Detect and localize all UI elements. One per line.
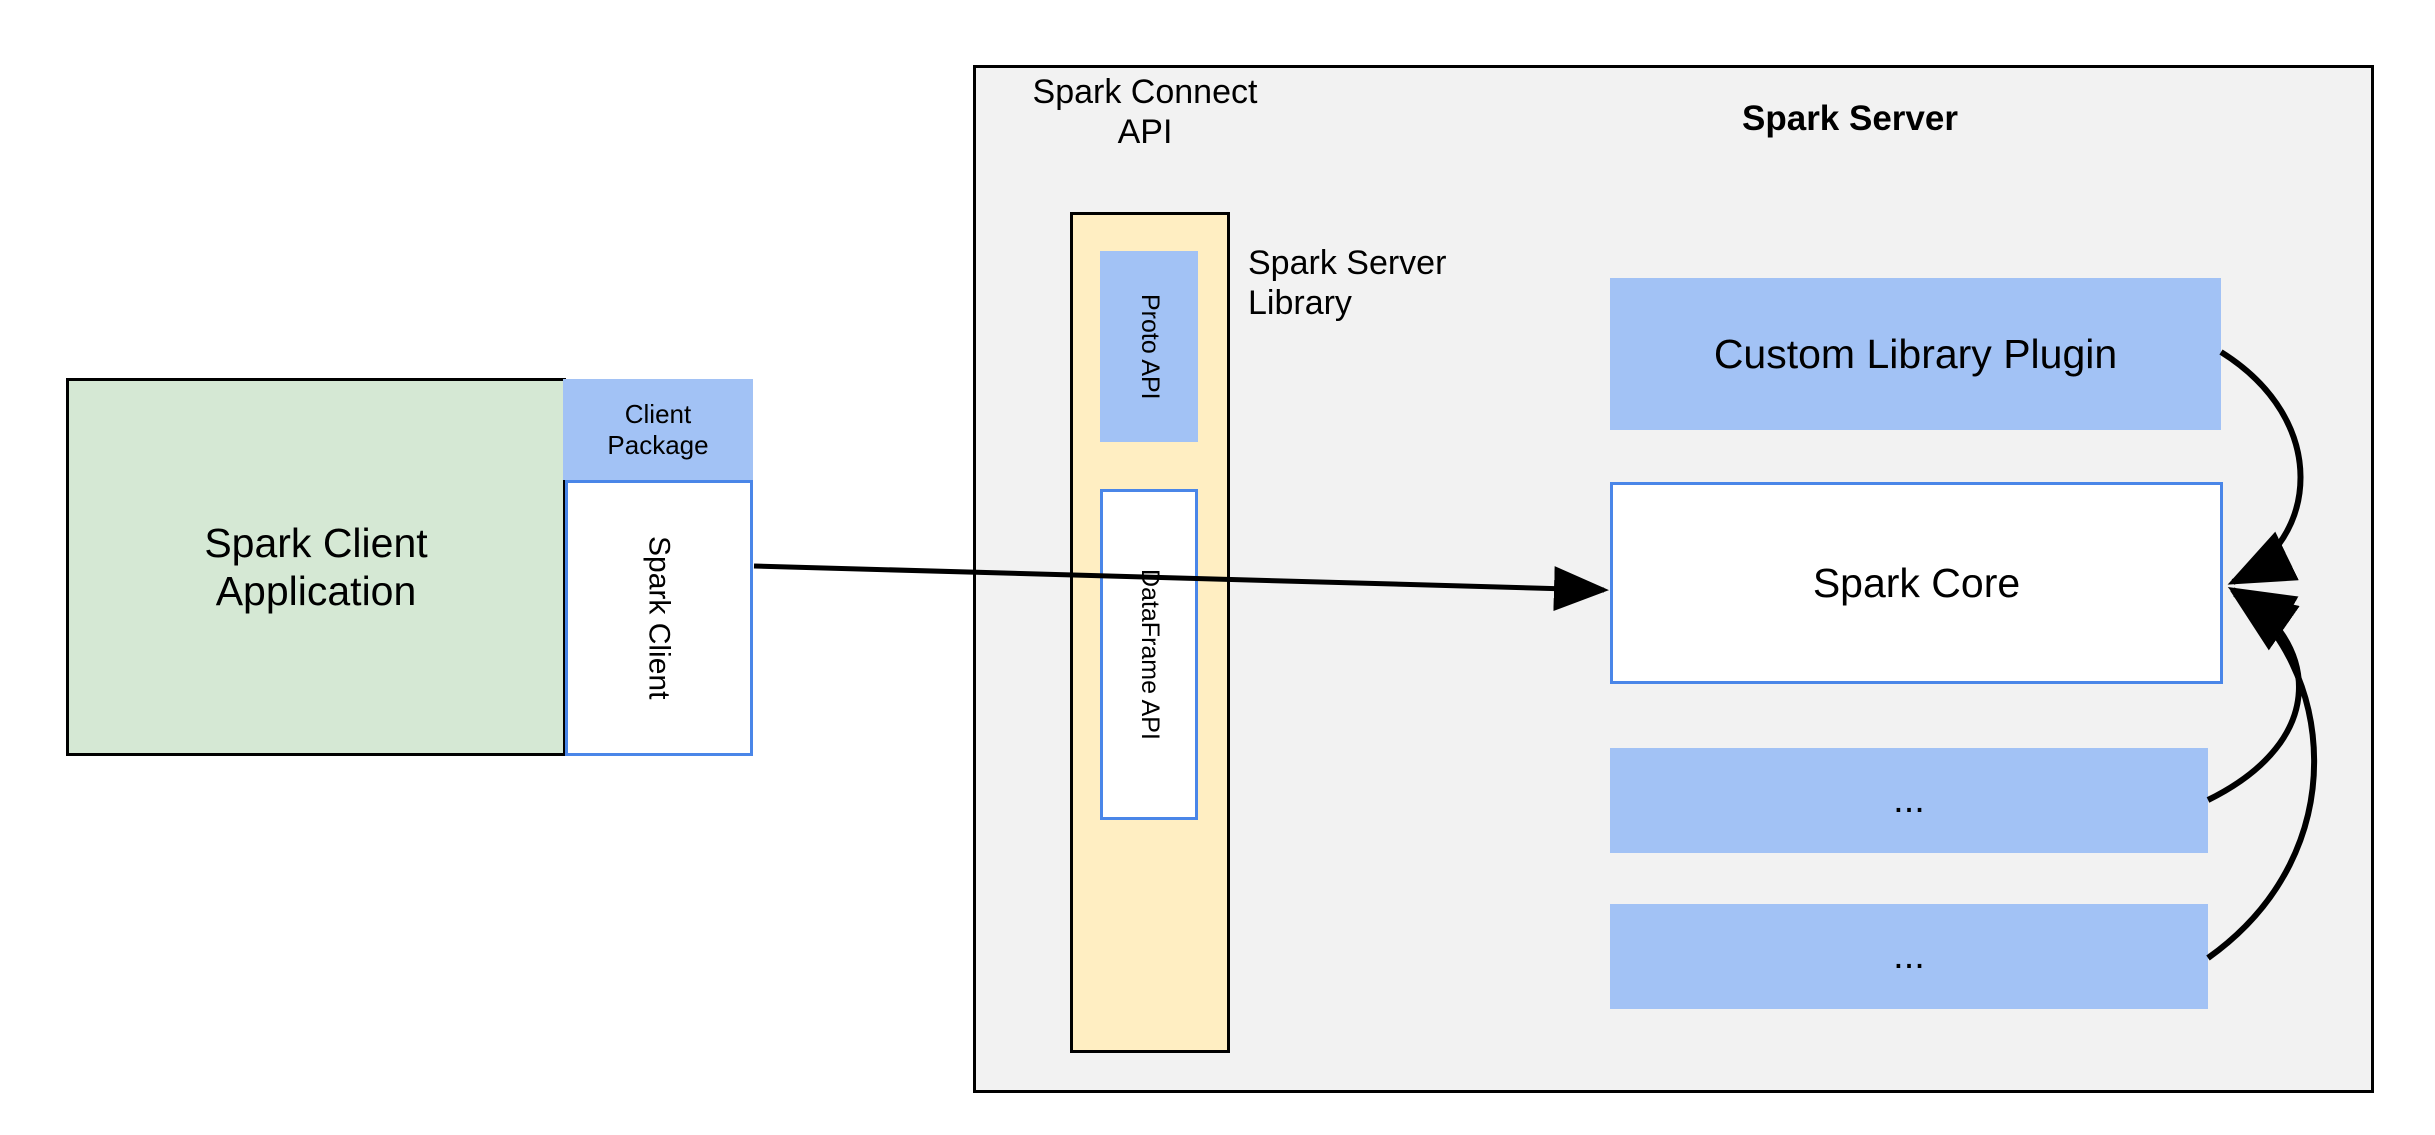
spark-client-label: Spark Client [642, 536, 676, 700]
client-package-label-line2: Package [607, 429, 709, 460]
spark-client-application-box[interactable]: Spark Client Application [66, 378, 566, 756]
spark-core-box[interactable]: Spark Core [1610, 482, 2223, 684]
client-package-label-line1: Client [624, 398, 692, 429]
dataframe-api-label: DataFrame API [1135, 569, 1164, 740]
spark-server-library-label-line2: Library [1248, 284, 1352, 323]
spark-connect-api-label-line1: Spark Connect [1032, 72, 1258, 111]
spark-connect-api-label: Spark Connect API [1000, 67, 1290, 157]
ellipsis-1-label: ... [1893, 779, 1925, 822]
spark-client-box[interactable]: Spark Client [565, 480, 753, 756]
spark-server-library-label-line1: Spark Server [1248, 244, 1447, 282]
ellipsis-box-2[interactable]: ... [1610, 904, 2208, 1009]
proto-api-label: Proto API [1135, 293, 1164, 400]
spark-core-label: Spark Core [1812, 559, 2021, 606]
dataframe-api-box[interactable]: DataFrame API [1100, 489, 1198, 820]
spark-server-library-label: Spark Server Library [1248, 243, 1538, 343]
spark-connect-api-label-line2: API [1117, 113, 1173, 151]
custom-library-plugin-box[interactable]: Custom Library Plugin [1610, 278, 2221, 430]
spark-server-title: Spark Server [1742, 99, 1958, 139]
custom-library-plugin-label: Custom Library Plugin [1713, 330, 2118, 377]
ellipsis-box-1[interactable]: ... [1610, 748, 2208, 853]
spark-client-application-label-line2: Application [215, 568, 417, 614]
ellipsis-2-label: ... [1893, 935, 1925, 978]
spark-client-application-label-line1: Spark Client [204, 519, 428, 566]
proto-api-box[interactable]: Proto API [1100, 251, 1198, 442]
client-package-box[interactable]: Client Package [563, 379, 753, 480]
